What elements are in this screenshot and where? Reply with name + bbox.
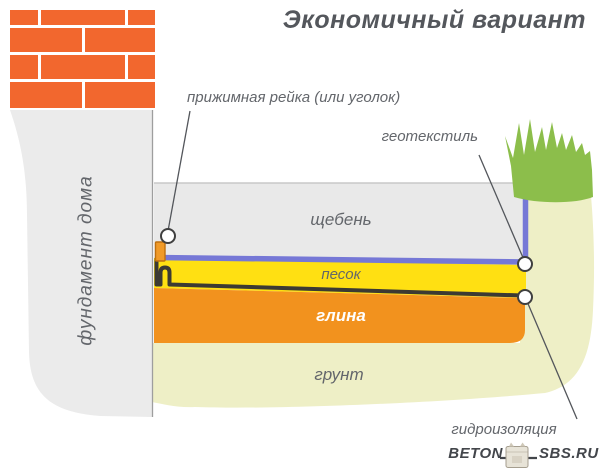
waterproofing-node xyxy=(517,289,533,305)
node-markers xyxy=(160,228,533,305)
foundation-label: фундамент дома xyxy=(75,175,97,346)
page-title: Экономичный вариант xyxy=(282,6,586,34)
geotextile-leader-line xyxy=(478,154,525,261)
foundation-column xyxy=(10,110,152,417)
pressure-batten xyxy=(154,241,166,262)
geotextile-node xyxy=(517,256,533,272)
clay-layer xyxy=(154,288,525,343)
grass-icon xyxy=(505,119,593,203)
waterproofing-label: гидроизоляция xyxy=(451,421,557,438)
batten-label: прижимная рейка (или уголок) xyxy=(187,89,401,106)
sand-label: песок xyxy=(321,266,361,283)
logo-beton: BETON xyxy=(448,445,503,462)
cement-bag-icon xyxy=(500,442,537,468)
waterproofing-membrane xyxy=(154,257,525,298)
soil-label: грунт xyxy=(314,365,364,384)
waterproofing-leader-line xyxy=(525,298,578,420)
clay-label: глина xyxy=(316,306,366,325)
logo-sbs-ru: SBS.RU xyxy=(539,445,599,462)
brick-wall xyxy=(10,10,155,108)
gravel-layer xyxy=(154,183,526,265)
batten-leader-line xyxy=(167,110,191,232)
geotextile-label: геотекстиль xyxy=(381,128,478,145)
batten-node xyxy=(160,228,176,244)
leader-lines xyxy=(167,110,578,420)
soil-layer xyxy=(152,196,595,408)
gravel-label: щебень xyxy=(310,210,372,229)
